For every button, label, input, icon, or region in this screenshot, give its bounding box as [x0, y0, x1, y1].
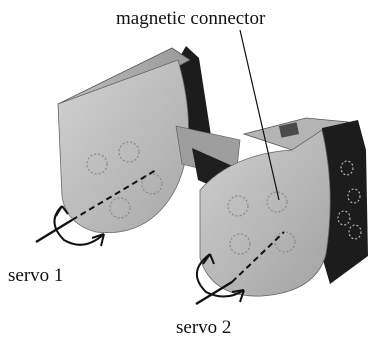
right-module-front	[199, 129, 331, 297]
servo-1-rotation-arrow	[53, 205, 105, 247]
magnetic-connector-hole	[266, 191, 288, 213]
side-hole	[347, 188, 361, 204]
connector-hole	[274, 231, 296, 253]
right-module	[199, 117, 368, 297]
left-module-side	[178, 46, 212, 160]
right-module-side	[316, 120, 368, 284]
side-hole	[337, 210, 351, 226]
magnetic-connector-label: magnetic connector	[116, 8, 266, 29]
left-module-front	[57, 59, 189, 234]
magnetic-connector-callout-line	[239, 29, 280, 201]
connector-hole	[109, 197, 131, 219]
servo-1-label: servo 1	[8, 265, 64, 286]
servo-2-rotation-arrow	[196, 253, 245, 303]
servo-1-axis	[35, 169, 157, 244]
servo-2-label: servo 2	[176, 317, 232, 338]
connector-hole	[229, 233, 251, 255]
top-square-opening	[278, 122, 300, 138]
side-hole	[340, 160, 354, 176]
connector-hole	[86, 153, 108, 175]
connector-hole	[118, 141, 140, 163]
servo-2-axis	[195, 231, 285, 306]
connector-hole	[227, 195, 249, 217]
side-hole	[348, 224, 362, 240]
connector-hole	[141, 173, 163, 195]
left-module	[57, 46, 212, 234]
